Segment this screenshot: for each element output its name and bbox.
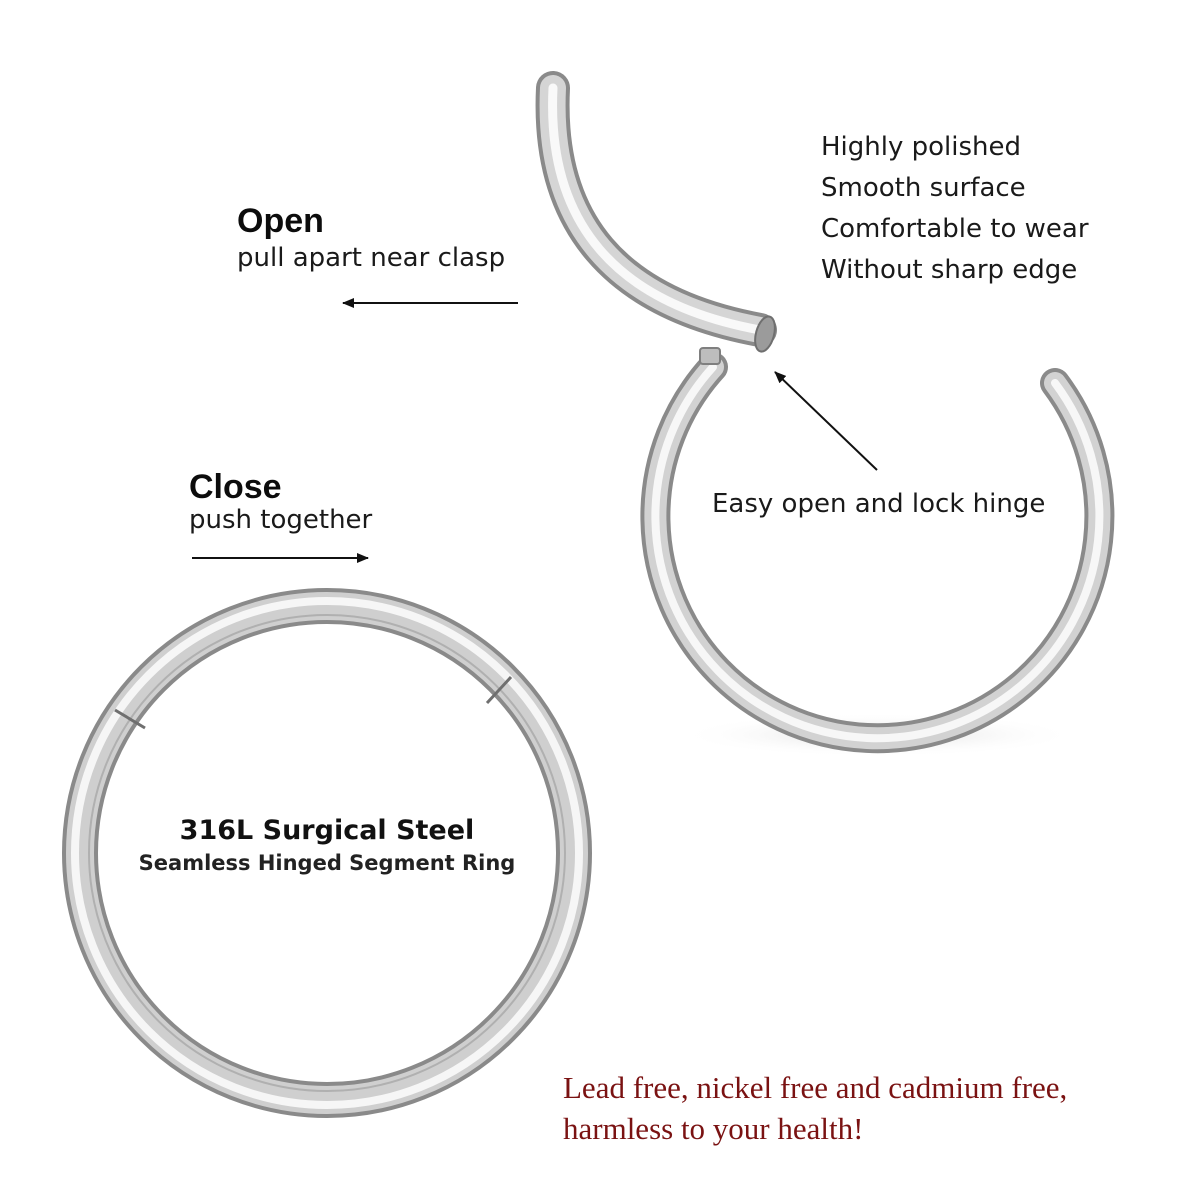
feature-item: Without sharp edge [821,255,1078,285]
feature-item: Comfortable to wear [821,214,1089,244]
close-subtitle: push together [189,505,373,535]
ring-type-label: Seamless Hinged Segment Ring [138,851,516,875]
feature-item: Smooth surface [821,173,1026,203]
health-note-line1: Lead free, nickel free and cadmium free, [563,1070,1068,1105]
feature-item: Highly polished [821,132,1022,162]
feature-list: Highly polished Smooth surface Comfortab… [821,127,1089,291]
open-subtitle: pull apart near clasp [237,243,506,273]
hinge-pointer-arrow [774,371,878,471]
close-title: Close [189,468,282,506]
open-title: Open [237,202,324,240]
health-note-line2: harmless to your health! [563,1111,864,1146]
closed-ring-image [62,588,592,1118]
hinge-label: Easy open and lock hinge [712,489,1046,519]
ring-material-label: 316L Surgical Steel [179,815,475,846]
open-ring-image [535,71,1115,757]
